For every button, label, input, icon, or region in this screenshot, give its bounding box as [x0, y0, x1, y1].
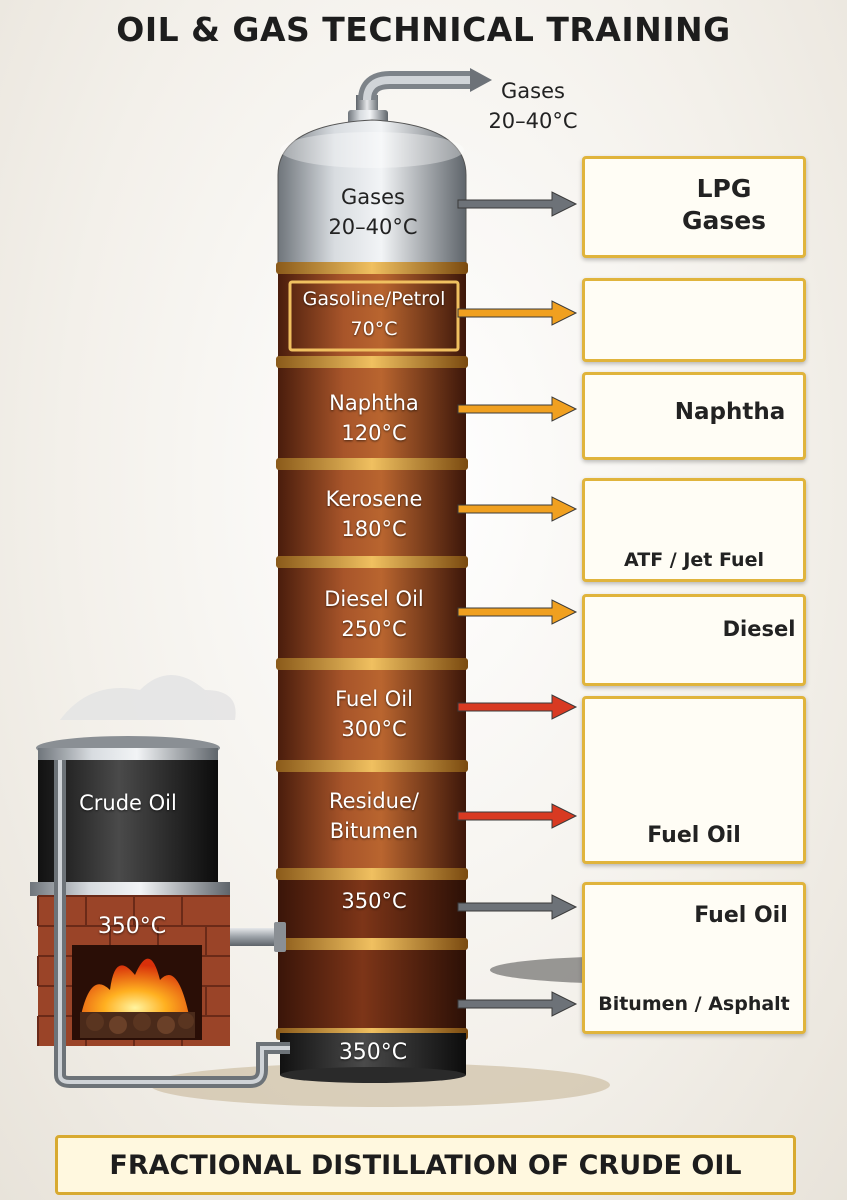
crude-oil-tank	[30, 675, 236, 896]
product-arrow	[457, 991, 578, 1017]
section-name: Residue/	[329, 789, 419, 813]
footer-title: FRACTIONAL DISTILLATION OF CRUDE OIL	[55, 1135, 796, 1195]
tray-ring	[276, 760, 468, 772]
section-name: 350°C	[341, 889, 407, 913]
section-name: Kerosene	[325, 487, 423, 511]
tower-top-name: Gases	[341, 185, 405, 209]
section-temp: 300°C	[341, 717, 407, 741]
smoke-icon	[60, 675, 236, 720]
diesel-label: Diesel	[722, 617, 796, 641]
furnace-temp-label: 350°C	[97, 914, 167, 939]
bitumen-label: Bitumen / Asphalt	[598, 993, 790, 1015]
naphtha-label: Naphtha	[674, 399, 786, 425]
section-name: Naphtha	[329, 391, 419, 415]
feed-pipes	[54, 760, 290, 1088]
tower-bottom-temp: 350°C	[338, 1040, 408, 1065]
tower-section	[278, 362, 466, 466]
tray-ring	[276, 938, 468, 950]
product-box-jet-fuel: ATF / Jet Fuel	[582, 478, 806, 582]
tray-ring	[276, 658, 468, 670]
tower-section-label: Residue/Bitumen	[290, 786, 458, 846]
tray-ring	[276, 556, 468, 568]
section-temp: 180°C	[341, 517, 407, 541]
tower-section	[278, 466, 466, 562]
lpg-sublabel: Gases	[681, 206, 767, 235]
tower-section-label: 350°C	[290, 886, 458, 916]
product-arrow	[457, 396, 578, 422]
tray-ring	[276, 356, 468, 368]
tower-section	[278, 562, 466, 664]
tower-body	[276, 262, 468, 1040]
product-arrow	[457, 191, 578, 217]
tray-ring	[276, 458, 468, 470]
tower-section-label: Fuel Oil 300°C	[290, 684, 458, 744]
tower-section-lower	[278, 944, 466, 1033]
tower-section	[278, 874, 466, 944]
top-outlet-temp: 20–40°C	[488, 109, 578, 133]
tower-section-label: Gasoline/Petrol 70°C	[290, 284, 458, 344]
tower-section-label: Kerosene 180°C	[290, 484, 458, 544]
product-arrow	[457, 694, 578, 720]
tower-section	[278, 766, 466, 874]
product-arrow	[457, 300, 578, 326]
tray-ring	[276, 262, 468, 274]
product-arrow	[457, 599, 578, 625]
crude-oil-tank-label: Crude Oil	[79, 791, 177, 815]
top-outlet-pipe	[348, 68, 492, 127]
fuel-oil-ship-label: Fuel Oil	[647, 823, 741, 848]
product-arrow	[457, 496, 578, 522]
section-temp: Bitumen	[329, 819, 419, 843]
product-box-diesel: Diesel	[582, 594, 806, 686]
tower-section-label: Naphtha 120°C	[290, 388, 458, 448]
top-outlet-label: Gases 20–40°C	[480, 76, 586, 136]
product-box-fuel-oil-ship: Fuel Oil	[582, 696, 806, 864]
tower-section-label: Diesel Oil 250°C	[290, 584, 458, 644]
jet-fuel-label: ATF / Jet Fuel	[624, 549, 764, 571]
product-arrows	[457, 191, 578, 1017]
product-box-gasoline	[582, 278, 806, 362]
product-box-bitumen: Fuel Oil Bitumen / Asphalt	[582, 882, 806, 1034]
tower-top	[277, 119, 467, 271]
tray-ring	[276, 868, 468, 880]
fire-icon	[80, 958, 190, 1020]
fuel-oil-paver-label: Fuel Oil	[694, 903, 788, 928]
section-name: Diesel Oil	[324, 587, 424, 611]
section-name: Gasoline/Petrol	[302, 288, 446, 310]
section-temp: 70°C	[350, 318, 398, 340]
product-box-lpg: LPG Gases	[582, 156, 806, 258]
lpg-label: LPG	[696, 174, 752, 203]
section-temp: 120°C	[341, 421, 407, 445]
tower-section	[278, 270, 466, 362]
tower-base	[280, 1033, 466, 1083]
brick-furnace	[37, 895, 230, 1046]
section-temp: 250°C	[341, 617, 407, 641]
tower-top-label: Gases 20–40°C	[300, 182, 446, 242]
section-name: Fuel Oil	[335, 687, 413, 711]
top-outlet-name: Gases	[501, 79, 565, 103]
product-arrow	[457, 803, 578, 829]
product-arrow	[457, 894, 578, 920]
page-title: OIL & GAS TECHNICAL TRAINING	[116, 10, 731, 49]
tower-section	[278, 664, 466, 766]
tower-top-temp: 20–40°C	[328, 215, 418, 239]
product-box-naphtha: Naphtha	[582, 372, 806, 460]
